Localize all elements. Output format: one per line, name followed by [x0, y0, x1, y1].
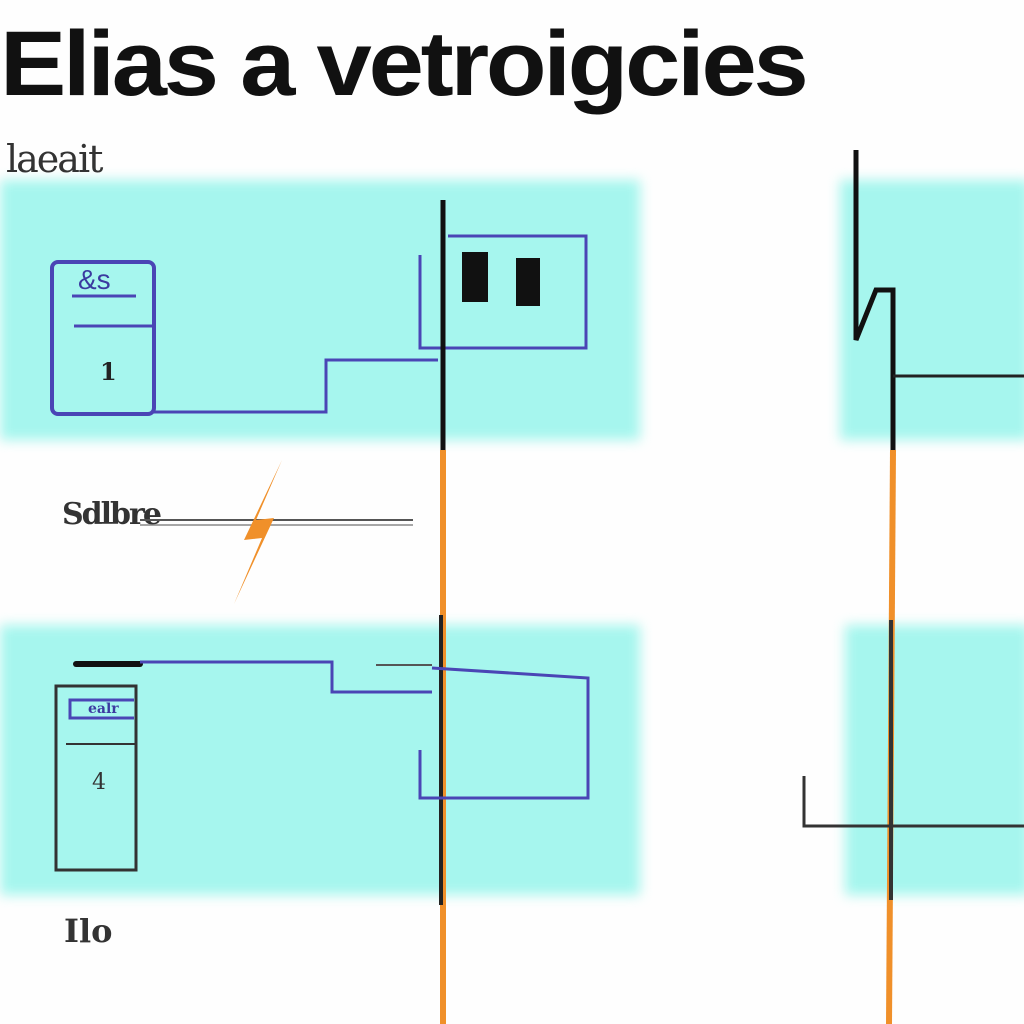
label-top-left: laeait: [6, 137, 103, 181]
bottom-blue-wire: [140, 660, 432, 694]
device-block-right: [516, 258, 540, 306]
top-blue-wire: [154, 358, 438, 414]
diagram-title: Elias a vetroigcies: [0, 13, 809, 115]
bottom-left-band: [0, 625, 640, 895]
top-left-band: [0, 180, 640, 440]
bottom-device-box: [418, 666, 590, 800]
right-branch-bottom: [802, 776, 1024, 828]
bottom-box-header: ealr: [88, 701, 119, 717]
bottom-box-value: 4: [92, 770, 106, 795]
device-block-left: [462, 252, 488, 302]
top-box-value: 1: [100, 357, 117, 386]
bottom-box-header-frame: [68, 698, 134, 720]
lightning-bolt-icon: [234, 460, 282, 604]
right-conductor-black: [853, 150, 896, 450]
top-component-box: [50, 260, 156, 416]
top-box-header: &s: [78, 264, 111, 295]
label-bottom-left: Ilo: [64, 912, 113, 950]
bottom-component-box: [54, 684, 138, 872]
bottom-right-band: [845, 625, 1024, 895]
top-device-box: [418, 234, 588, 350]
